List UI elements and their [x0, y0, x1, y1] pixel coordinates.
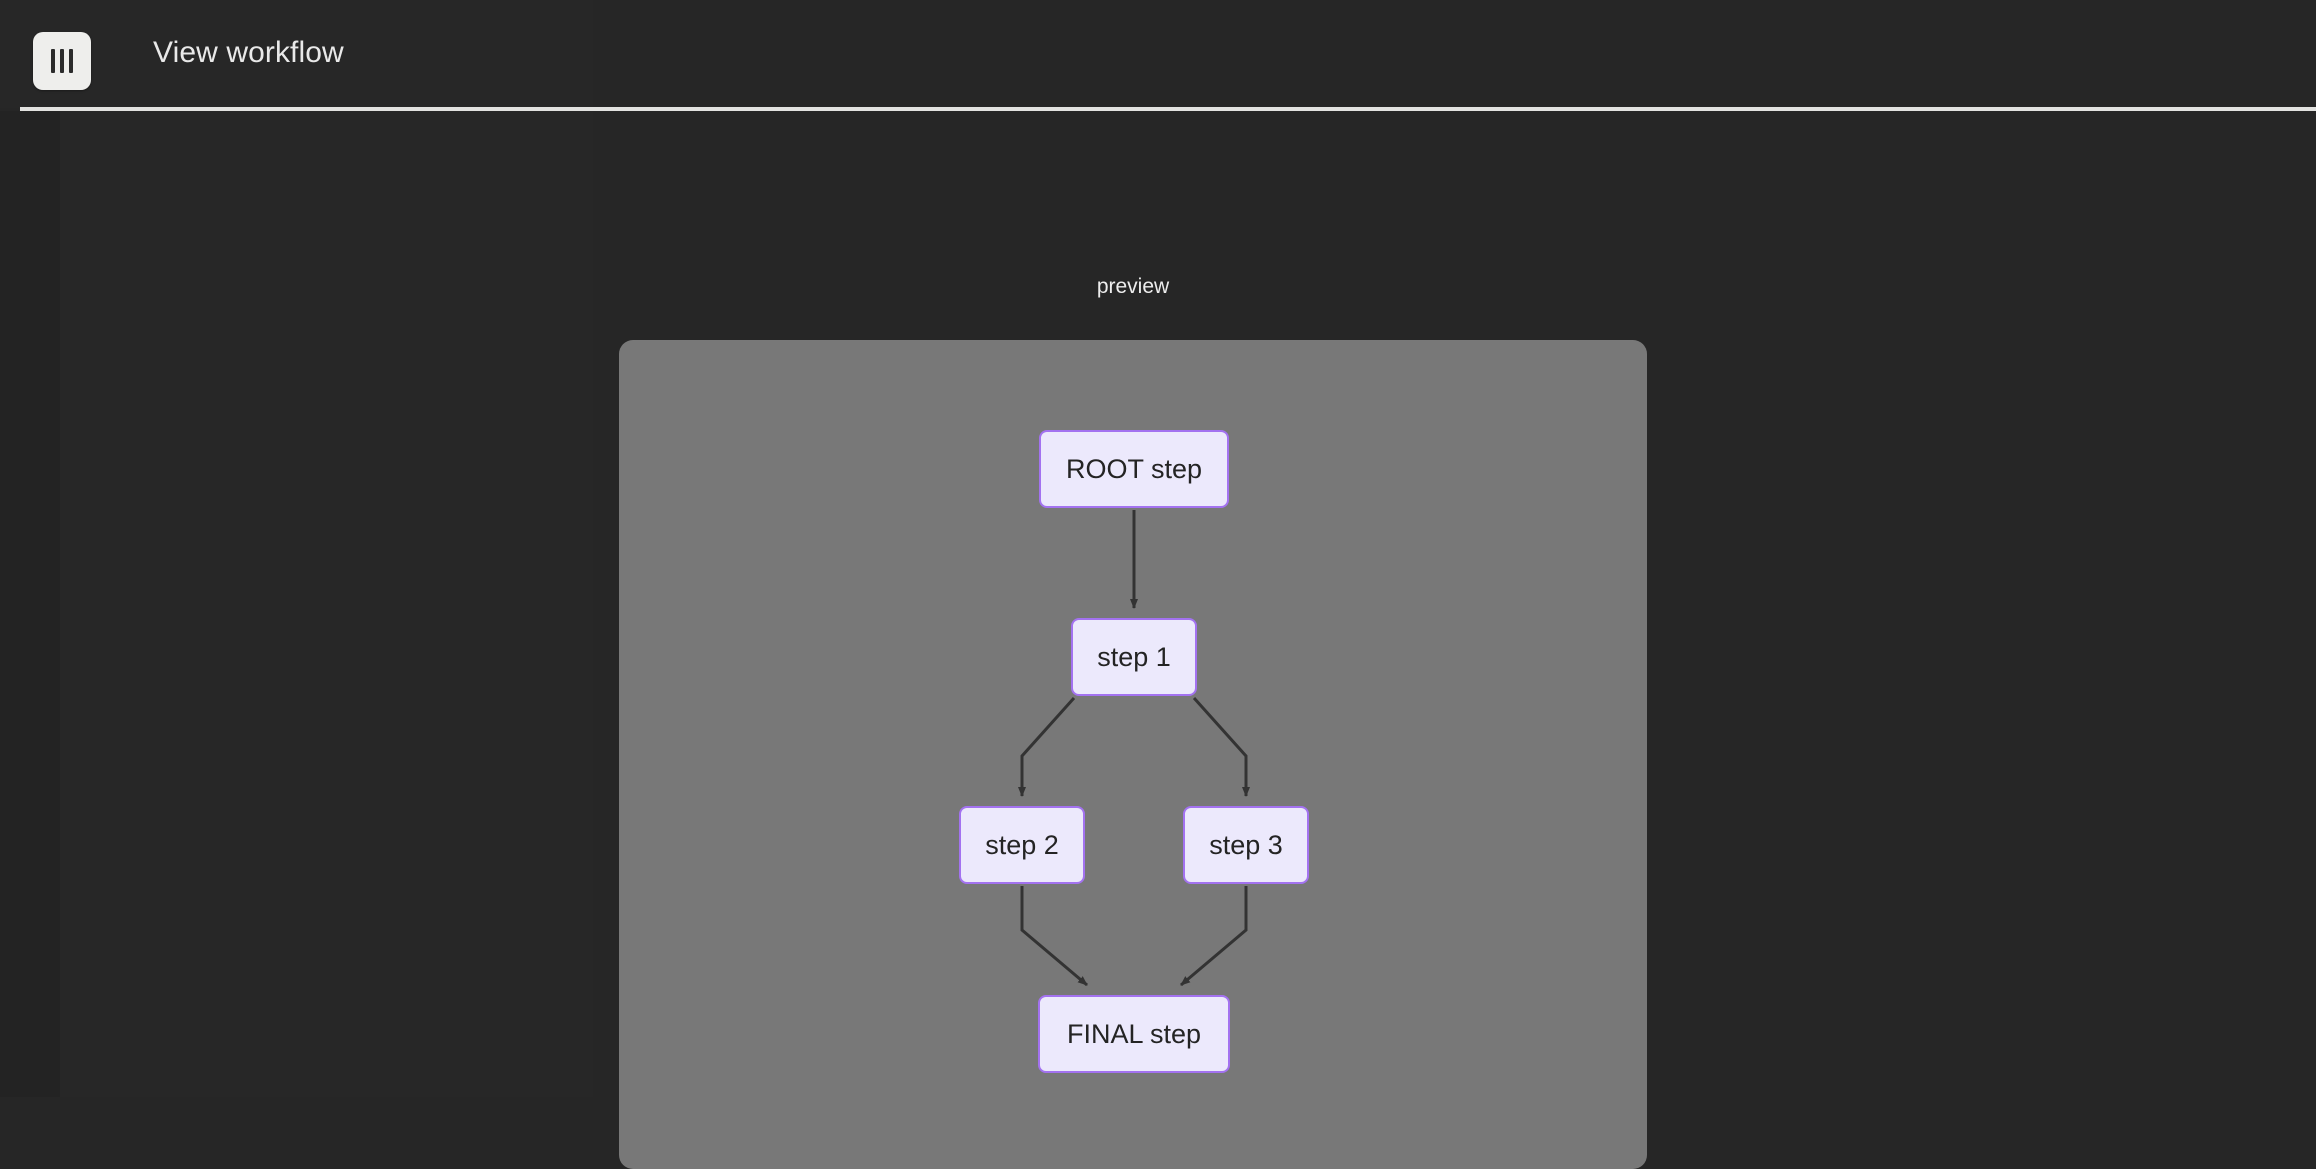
three-vertical-bars-icon: [51, 49, 73, 73]
header-divider: [20, 107, 2316, 111]
sidebar-panel: [60, 111, 593, 1097]
workflow-node-step-3[interactable]: step 3: [1183, 806, 1309, 884]
edge-step2-to-final: [1020, 886, 1088, 987]
left-gutter-panel: [0, 111, 60, 1097]
app-header: View workflow: [0, 0, 2316, 111]
edge-step3-to-final: [1180, 886, 1248, 987]
workflow-node-step-1[interactable]: step 1: [1071, 618, 1197, 696]
preview-label: preview: [1096, 275, 1170, 298]
workflow-node-final[interactable]: FINAL step: [1038, 995, 1230, 1073]
main-content: preview ROOT step: [0, 111, 2316, 1169]
page-title: View workflow: [153, 36, 344, 69]
workflow-edges: [1018, 510, 1250, 987]
workflow-node-root[interactable]: ROOT step: [1039, 430, 1229, 508]
header-left-panel: [0, 0, 593, 108]
edge-step1-to-step3: [1192, 696, 1250, 797]
menu-button[interactable]: [33, 32, 91, 90]
edge-step1-to-step2: [1018, 696, 1076, 797]
workflow-node-step-2[interactable]: step 2: [959, 806, 1085, 884]
workflow-canvas[interactable]: ROOT step step 1 step 2 step 3 FINAL ste…: [619, 340, 1647, 1169]
